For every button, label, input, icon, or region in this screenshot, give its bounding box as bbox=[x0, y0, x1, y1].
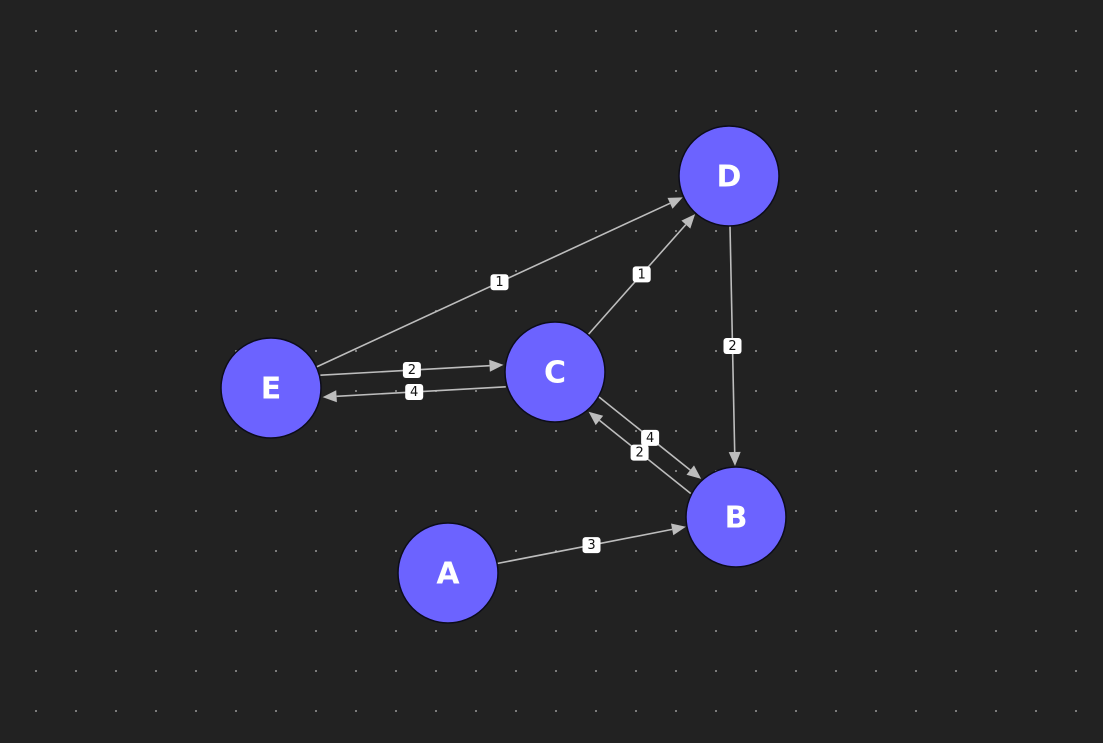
edge-arrowhead bbox=[681, 214, 696, 229]
edge-weight-label: 4 bbox=[641, 429, 660, 446]
node-d[interactable]: D bbox=[678, 125, 780, 227]
edge-weight-text: 1 bbox=[638, 267, 646, 282]
edge-label-background bbox=[641, 429, 660, 446]
edge-weight-label: 2 bbox=[723, 338, 742, 354]
node-e[interactable]: E bbox=[220, 337, 322, 439]
edge-weight-text: 1 bbox=[495, 275, 503, 290]
edge-arrowhead bbox=[489, 359, 504, 372]
node-label: C bbox=[544, 356, 566, 391]
edge-label-background bbox=[405, 384, 424, 400]
edge-arrowhead bbox=[671, 523, 686, 536]
edge-weight-text: 2 bbox=[728, 339, 736, 354]
edge-label-background bbox=[632, 266, 651, 283]
edge-arrowhead bbox=[588, 411, 604, 426]
edge-weight-label: 4 bbox=[405, 384, 424, 400]
edge-arrowhead bbox=[728, 451, 741, 466]
edge-label-background bbox=[723, 338, 742, 354]
node-circle[interactable] bbox=[685, 466, 787, 568]
edge-label-background bbox=[630, 444, 649, 461]
nodes-layer: A B C D E bbox=[220, 125, 787, 624]
node-circle[interactable] bbox=[678, 125, 780, 227]
edge-weight-text: 2 bbox=[408, 363, 416, 378]
edge-label-background bbox=[402, 362, 421, 378]
edge-arrowhead bbox=[667, 197, 683, 209]
edge-weight-text: 4 bbox=[410, 385, 418, 400]
edge-weight-text: 2 bbox=[635, 446, 643, 461]
edge-weight-text: 3 bbox=[587, 538, 595, 553]
node-label: A bbox=[436, 557, 460, 592]
node-label: B bbox=[725, 501, 748, 536]
edge-weight-label: 2 bbox=[402, 362, 421, 378]
edge-weight-label: 1 bbox=[632, 266, 651, 283]
node-label: D bbox=[717, 160, 742, 195]
edge-weight-label: 1 bbox=[490, 274, 509, 291]
edge-weight-label: 3 bbox=[582, 537, 601, 554]
node-a[interactable]: A bbox=[397, 522, 499, 624]
node-circle[interactable] bbox=[220, 337, 322, 439]
edge-label-background bbox=[490, 274, 509, 291]
edge-weight-text: 4 bbox=[646, 431, 654, 446]
node-circle[interactable] bbox=[397, 522, 499, 624]
edge-arrowhead bbox=[322, 390, 337, 403]
node-label: E bbox=[261, 372, 282, 407]
node-circle[interactable] bbox=[504, 321, 606, 423]
edge-label-background bbox=[582, 537, 601, 554]
edge-arrowhead bbox=[686, 465, 702, 479]
edge-weight-label: 2 bbox=[630, 444, 649, 461]
node-b[interactable]: B bbox=[685, 466, 787, 568]
node-c[interactable]: C bbox=[504, 321, 606, 423]
